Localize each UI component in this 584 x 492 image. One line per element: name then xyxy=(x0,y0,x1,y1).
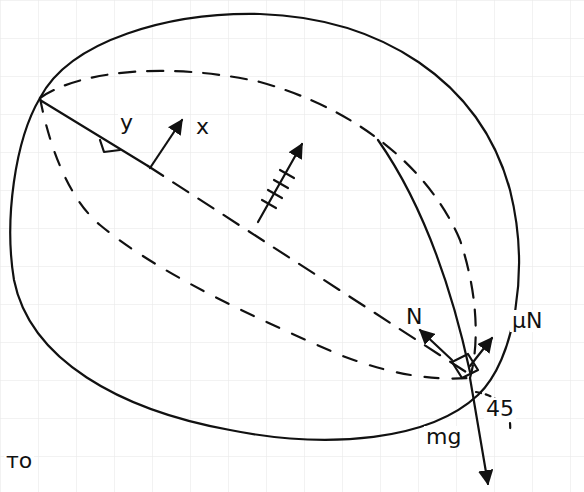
body-outline xyxy=(10,14,519,440)
friction-force xyxy=(470,338,492,366)
axis-line xyxy=(40,100,148,166)
axis-label: y xyxy=(118,112,135,134)
note-label: то xyxy=(4,450,34,472)
force-label: N xyxy=(404,306,424,328)
x-axis xyxy=(150,120,182,168)
contact-square xyxy=(452,354,478,378)
hatch xyxy=(262,170,294,208)
rotation-arrow xyxy=(258,144,302,222)
force-label: μN xyxy=(510,310,544,332)
edge-line xyxy=(378,140,470,372)
axis-label: x xyxy=(194,116,211,138)
force-label: mg xyxy=(424,426,463,448)
cross-section xyxy=(40,71,476,378)
angle-label: 45 xyxy=(484,398,516,420)
cross-section-back xyxy=(40,98,470,379)
normal-force xyxy=(420,330,452,360)
axis-line-hidden xyxy=(148,166,466,372)
y-axis xyxy=(100,140,120,152)
